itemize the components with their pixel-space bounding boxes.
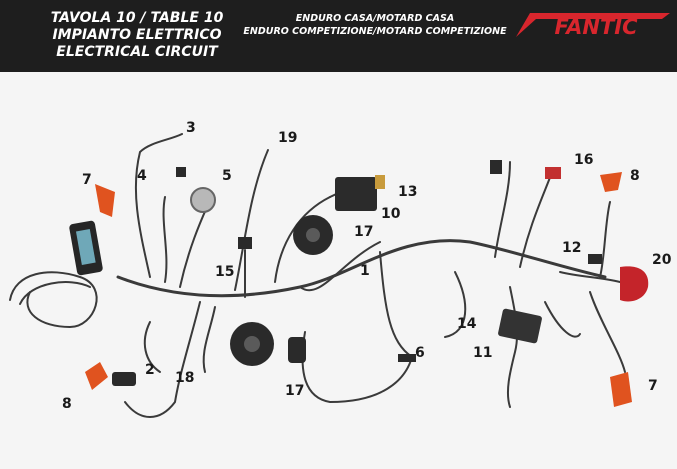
callout-8: 8	[630, 168, 640, 184]
fantic-logo: FANTIC	[516, 13, 670, 39]
callout-3: 3	[186, 120, 196, 136]
callout-19: 19	[278, 130, 297, 146]
cdi-unit	[498, 308, 542, 344]
model-line-1: ENDURO CASA/MOTARD CASA	[295, 13, 455, 24]
callout-16: 16	[574, 152, 593, 168]
harness-illustration: 3 19 4 5 7 13 10 17 16 8 12 20 15 1 14 6…	[9, 120, 672, 418]
title-line-1: TAVOLA 10 / TABLE 10	[50, 10, 224, 26]
callout-7: 7	[82, 172, 92, 188]
indicator-lights	[85, 172, 632, 407]
cooling-fan	[230, 322, 274, 366]
callout-1: 1	[360, 263, 370, 279]
callout-5: 5	[222, 168, 232, 184]
wiring-photo: 3 19 4 5 7 13 10 17 16 8 12 20 15 1 14 6…	[0, 72, 677, 469]
model-line-2: ENDURO COMPETIZIONE/MOTARD COMPETIZIONE	[243, 26, 507, 37]
callout-2: 2	[145, 362, 155, 378]
title-line-3: ELECTRICAL CIRCUIT	[56, 44, 218, 60]
callout-14: 14	[457, 316, 477, 332]
cooling-fan	[293, 215, 333, 255]
callout-13: 13	[398, 184, 417, 200]
callout-4: 4	[137, 168, 147, 184]
callout-7b: 7	[648, 378, 658, 394]
callout-10: 10	[381, 206, 401, 222]
callout-12: 12	[562, 240, 581, 256]
tail-light	[620, 266, 649, 302]
callout-6: 6	[415, 345, 425, 361]
header-bar: TAVOLA 10 / TABLE 10 IMPIANTO ELETTRICO …	[0, 0, 677, 72]
voltage-regulator	[335, 177, 377, 211]
model-list: ENDURO CASA/MOTARD CASA ENDURO COMPETIZI…	[235, 12, 515, 38]
brand-wordmark: FANTIC	[554, 15, 638, 39]
callout-labels: 3 19 4 5 7 13 10 17 16 8 12 20 15 1 14 6…	[62, 120, 672, 412]
instrument-display	[69, 220, 103, 276]
callout-17b: 17	[285, 383, 304, 399]
callout-20: 20	[652, 252, 672, 268]
callout-17: 17	[354, 224, 373, 240]
callout-15: 15	[215, 264, 234, 280]
ignition-switch	[190, 187, 216, 213]
callout-8b: 8	[62, 396, 72, 412]
callout-11: 11	[473, 345, 492, 361]
connectors	[112, 160, 602, 386]
callout-18: 18	[175, 370, 194, 386]
title-line-2: IMPIANTO ELETTRICO	[52, 27, 222, 43]
table-title: TAVOLA 10 / TABLE 10 IMPIANTO ELETTRICO …	[22, 10, 252, 61]
